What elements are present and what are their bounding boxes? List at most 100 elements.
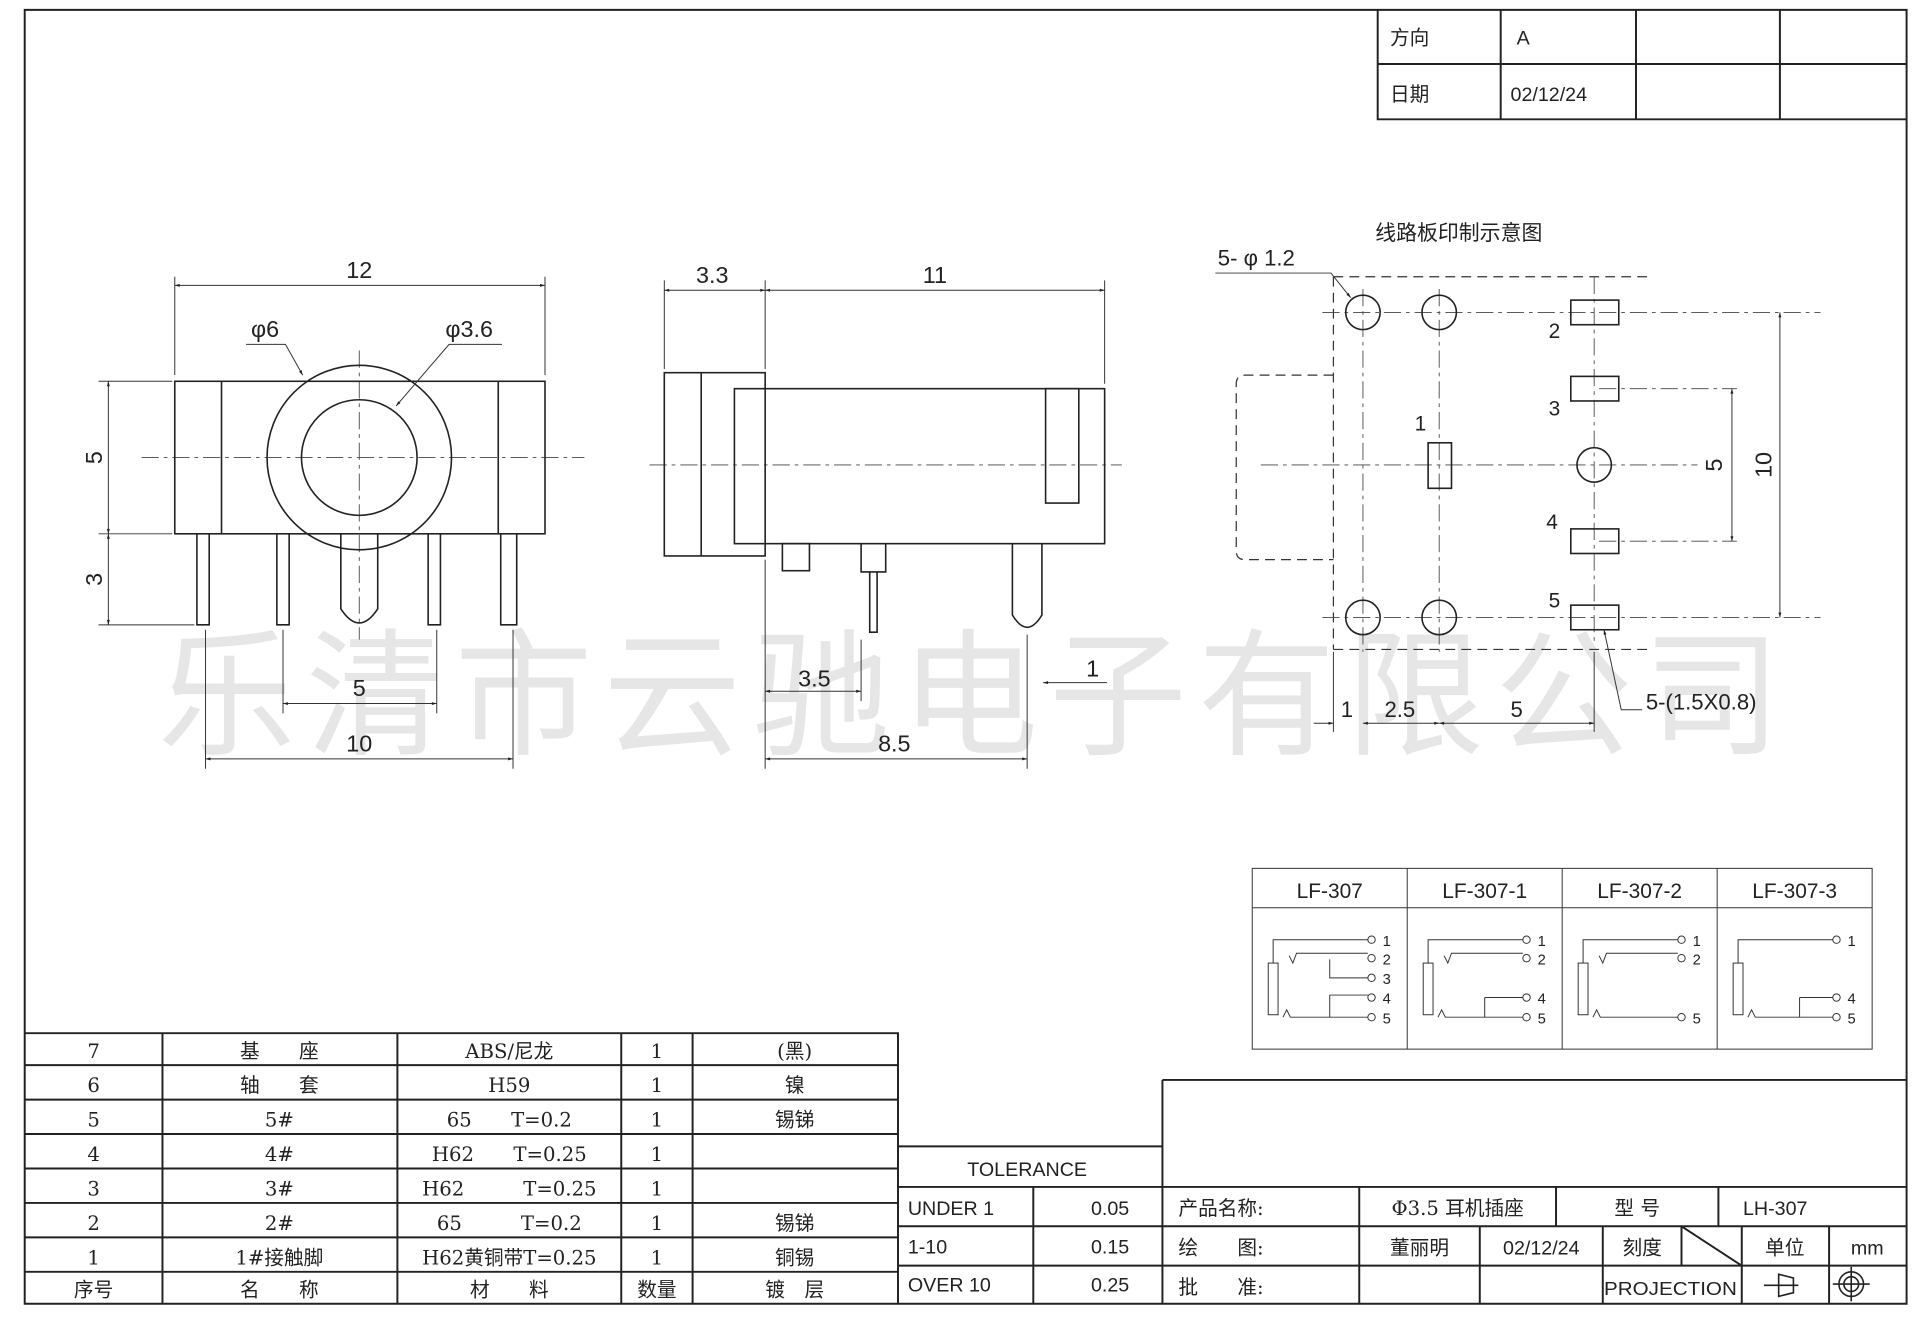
dim-body-length: 11 xyxy=(923,262,947,288)
dim-height: 5 xyxy=(81,451,107,464)
product-name-label: 产品名称: xyxy=(1178,1197,1263,1220)
projection-label: PROJECTION xyxy=(1604,1278,1737,1299)
pin-number: 1 xyxy=(1538,934,1546,950)
dim-10: 10 xyxy=(1750,452,1776,478)
pin-number: 4 xyxy=(1538,992,1546,1008)
bom-cell: 5# xyxy=(265,1109,294,1132)
bom-cell: 3 xyxy=(87,1178,100,1201)
drawn-date: 02/12/24 xyxy=(1503,1238,1580,1260)
bom-cell: 镍 xyxy=(785,1074,805,1097)
variant-name: LF-307-2 xyxy=(1597,880,1682,903)
bom-cell: 4# xyxy=(265,1143,294,1166)
direction-value: A xyxy=(1517,27,1531,49)
dim-pin-length: 3 xyxy=(81,573,107,586)
pin-number: 1 xyxy=(1383,934,1391,950)
front-view: 12 5 3 φ6 φ3.6 5 10 xyxy=(81,257,585,769)
bom-cell: 2 xyxy=(87,1212,100,1235)
dim-inner-diameter: φ3.6 xyxy=(445,316,493,342)
direction-label: 方向 xyxy=(1390,26,1429,49)
title-block: 产品名称: Φ3.5 耳机插座 型 号 LH-307 绘 图: 董丽明 02/1… xyxy=(1161,1078,1907,1304)
bom-cell: 2# xyxy=(265,1212,294,1235)
pin-number: 1 xyxy=(1693,934,1701,950)
scale-label: 刻度 xyxy=(1622,1237,1661,1260)
bom-cell: 3# xyxy=(265,1178,294,1201)
bom-cell: 1 xyxy=(651,1109,664,1132)
bom-cell: 1#接触脚 xyxy=(235,1246,323,1269)
dim-1: 1 xyxy=(1341,697,1353,722)
pin-number: 5 xyxy=(1538,1011,1546,1027)
projection-circles-icon xyxy=(1832,1266,1870,1302)
tolerance-range: UNDER 1 xyxy=(908,1198,994,1220)
side-view: 3.3 11 3.5 8.5 1 xyxy=(649,262,1122,769)
pcb-title: 线路板印制示意图 xyxy=(1375,221,1542,245)
bom-cell: 1 xyxy=(651,1246,664,1269)
pin-label-5: 5 xyxy=(1549,590,1561,613)
pin-label-3: 3 xyxy=(1549,398,1561,421)
tolerance-range: 1-10 xyxy=(908,1236,947,1258)
bom-cell: 4 xyxy=(87,1143,100,1166)
bom-cell: 6 xyxy=(87,1074,100,1097)
dim-5-horizontal: 5 xyxy=(1511,697,1523,722)
bom-cell: 1 xyxy=(651,1040,664,1063)
dim-width: 12 xyxy=(346,257,372,283)
bom-cell: 1 xyxy=(651,1178,664,1201)
bom-cell: 1 xyxy=(87,1246,100,1269)
watermark: 乐清市云驰电子有限公司 xyxy=(158,617,1782,777)
tolerance-title: TOLERANCE xyxy=(967,1159,1087,1181)
variant-schematic xyxy=(1422,935,1531,1022)
dim-pin-end: 1 xyxy=(1086,655,1099,681)
bom-cell: H62 T=0.25 xyxy=(432,1143,587,1166)
dim-outer-diameter: φ6 xyxy=(251,316,279,342)
variant-name: LF-307 xyxy=(1297,880,1363,903)
bom-cell: 锡锑 xyxy=(775,1212,814,1235)
unit-label: 单位 xyxy=(1765,1237,1804,1260)
pin-label-1: 1 xyxy=(1415,412,1427,435)
approved-label: 批 准: xyxy=(1178,1276,1263,1299)
pin-number: 5 xyxy=(1693,1011,1701,1027)
variant-legend: LF-307 LF-307-1 LF-307-2 LF-307-3 1 2 3 … xyxy=(1251,867,1873,1050)
pad-note: 5-(1.5X0.8) xyxy=(1646,690,1757,715)
drawn-label: 绘 图: xyxy=(1178,1237,1263,1260)
variant-schematic xyxy=(1577,935,1686,1022)
bom-cell: 轴 套 xyxy=(240,1074,319,1097)
dim-pin-pitch: 5 xyxy=(353,675,366,701)
date-value: 02/12/24 xyxy=(1511,84,1588,106)
dim-pin-span: 10 xyxy=(346,731,372,757)
bom-cell: H62黄铜带T=0.25 xyxy=(422,1246,596,1269)
bom-cell: 锡锑 xyxy=(775,1109,814,1132)
bom-cell: ABS/尼龙 xyxy=(464,1040,553,1063)
pin-number: 4 xyxy=(1848,992,1856,1008)
pin-number: 5 xyxy=(1848,1011,1856,1027)
dim-5-vertical: 5 xyxy=(1701,458,1727,471)
mounting-holes xyxy=(1344,294,1613,636)
unit-value: mm xyxy=(1851,1238,1884,1260)
model-label: 型 号 xyxy=(1614,1197,1660,1220)
bom-cell: 7 xyxy=(87,1040,100,1063)
bom-cell: 1 xyxy=(651,1212,664,1235)
pin-number: 3 xyxy=(1383,972,1391,988)
date-label: 日期 xyxy=(1390,83,1429,106)
tolerance-value: 0.05 xyxy=(1091,1198,1129,1220)
bom-header: 名 称 xyxy=(240,1278,319,1301)
bom-header: 镀 层 xyxy=(765,1278,824,1301)
variant-name: LF-307-3 xyxy=(1752,880,1837,903)
bom-cell: 5 xyxy=(87,1109,100,1132)
bom-cell: H59 xyxy=(488,1074,530,1097)
bom-cell: 65 T=0.2 xyxy=(437,1212,582,1235)
pin-number: 1 xyxy=(1848,934,1856,950)
drawing-border xyxy=(23,8,1908,1305)
pin-label-2: 2 xyxy=(1549,320,1561,343)
dim-pin-span: 8.5 xyxy=(878,731,910,757)
bom-cell: 1 xyxy=(651,1143,664,1166)
bom-header: 数量 xyxy=(637,1278,676,1301)
pads xyxy=(1427,299,1620,631)
pin-number: 2 xyxy=(1538,952,1546,968)
product-name-value: Φ3.5 耳机插座 xyxy=(1392,1197,1524,1220)
bom-header: 序号 xyxy=(74,1278,113,1301)
hole-note: 5- φ 1.2 xyxy=(1218,246,1295,271)
dim-front-length: 3.3 xyxy=(696,262,728,288)
variant-name: LF-307-1 xyxy=(1442,880,1527,903)
bom-cell: 65 T=0.2 xyxy=(447,1109,572,1132)
tolerance-value: 0.15 xyxy=(1091,1236,1129,1258)
pin-label-4: 4 xyxy=(1546,511,1558,534)
